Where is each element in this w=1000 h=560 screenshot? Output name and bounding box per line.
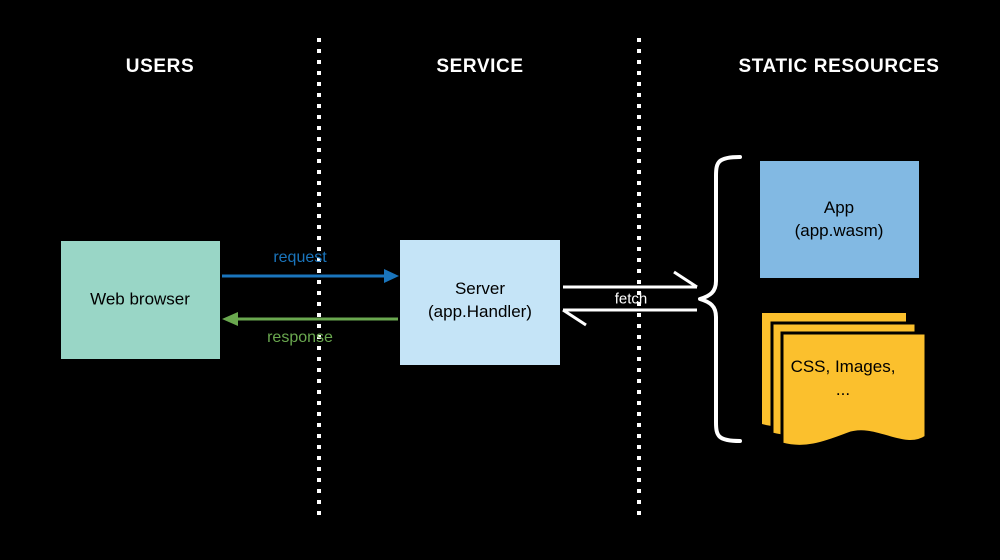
fetch-arrow-head-out xyxy=(673,270,698,289)
node-web-browser[interactable] xyxy=(61,241,220,359)
column-title-static-resources: STATIC RESOURCES xyxy=(738,56,940,77)
response-arrow-head xyxy=(222,312,238,326)
node-app-wasm[interactable] xyxy=(760,161,919,278)
fetch-arrow-head-in xyxy=(562,308,587,327)
edge-fetch xyxy=(562,270,698,327)
static-resources-brace xyxy=(698,155,742,443)
request-arrow-head xyxy=(384,269,399,283)
edge-request xyxy=(222,269,399,283)
column-title-users: USERS xyxy=(125,56,195,77)
node-server[interactable] xyxy=(400,240,560,365)
edge-label-request: request xyxy=(273,249,327,266)
node-static-files[interactable] xyxy=(762,313,928,448)
edge-response xyxy=(222,312,398,326)
static-files-layer-front xyxy=(780,331,928,448)
edge-label-fetch: fetch xyxy=(614,290,648,308)
edge-label-response: response xyxy=(267,329,333,346)
column-title-service: SERVICE xyxy=(436,56,524,77)
